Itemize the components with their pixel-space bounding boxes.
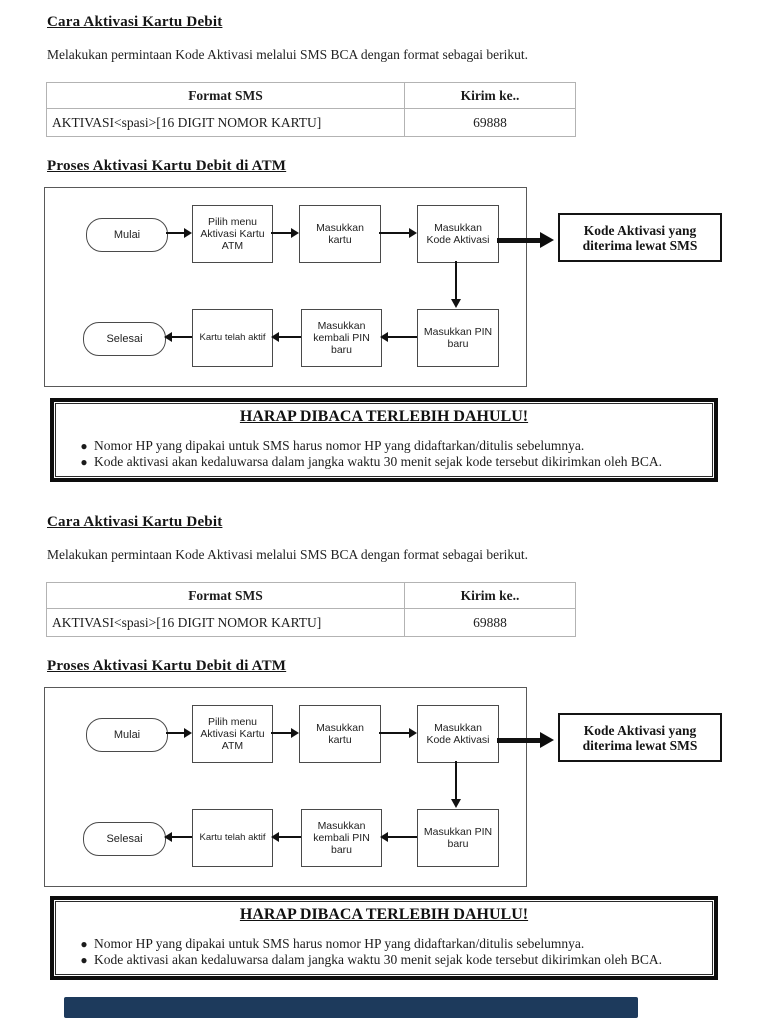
flow-arrow <box>171 836 192 838</box>
flow-arrow <box>271 232 292 234</box>
intro-text: Melakukan permintaan Kode Aktivasi melal… <box>47 47 529 62</box>
bullet-icon: ● <box>80 439 88 453</box>
warning-bullet-text: Kode aktivasi akan kedaluwarsa dalam jan… <box>94 952 662 967</box>
arrow-left-icon <box>271 832 279 842</box>
flow-step-4: Masukkan PIN baru <box>417 809 499 867</box>
flow-arrow <box>166 732 185 734</box>
column-header-kirim-ke: Kirim ke.. <box>404 582 576 609</box>
warning-title: HARAP DIBACA TERLEBIH DAHULU! <box>239 906 529 923</box>
arrow-right-icon <box>291 728 299 738</box>
arrow-left-icon <box>380 832 388 842</box>
table-header-row: Format SMS Kirim ke.. <box>46 82 576 109</box>
section-1: Cara Aktivasi Kartu Debit Melakukan perm… <box>44 14 722 482</box>
flow-arrow <box>455 261 457 301</box>
flow-arrow <box>171 336 192 338</box>
warning-box: HARAP DIBACA TERLEBIH DAHULU! ● Nomor HP… <box>50 896 718 980</box>
arrow-left-icon <box>164 332 172 342</box>
column-header-kirim-ke: Kirim ke.. <box>404 82 576 109</box>
arrow-left-icon <box>164 832 172 842</box>
flow-end-node: Selesai <box>83 822 166 856</box>
cell-sms-format: AKTIVASI<spasi>[16 DIGIT NOMOR KARTU] <box>46 608 405 637</box>
arrow-down-icon <box>451 299 461 308</box>
arrow-right-icon <box>540 232 554 248</box>
flow-arrow <box>379 232 410 234</box>
arrow-right-icon <box>291 228 299 238</box>
cell-sms-format: AKTIVASI<spasi>[16 DIGIT NOMOR KARTU] <box>46 108 405 137</box>
flow-step-5: Masukkan kembali PIN baru <box>301 309 382 367</box>
cell-sms-number: 69888 <box>404 608 576 637</box>
flow-start-node: Mulai <box>86 218 168 252</box>
column-header-format-sms: Format SMS <box>46 82 405 109</box>
arrow-right-icon <box>409 728 417 738</box>
bullet-icon: ● <box>80 953 88 967</box>
flow-arrow <box>387 836 417 838</box>
bullet-icon: ● <box>80 455 88 469</box>
flow-step-5: Masukkan kembali PIN baru <box>301 809 382 867</box>
flow-step-6: Kartu telah aktif <box>192 809 273 867</box>
flow-step-3: Masukkan Kode Aktivasi <box>417 205 499 263</box>
warning-bullet-text: Nomor HP yang dipakai untuk SMS harus no… <box>94 438 585 453</box>
flowchart: Mulai Pilih menu Aktivasi Kartu ATM Masu… <box>44 187 554 387</box>
warning-box: HARAP DIBACA TERLEBIH DAHULU! ● Nomor HP… <box>50 398 718 482</box>
section-heading: Cara Aktivasi Kartu Debit <box>47 514 223 530</box>
flow-step-6: Kartu telah aktif <box>192 309 273 367</box>
flow-start-node: Mulai <box>86 718 168 752</box>
table-header-row: Format SMS Kirim ke.. <box>46 582 576 609</box>
arrow-right-icon <box>184 728 192 738</box>
flow-step-4: Masukkan PIN baru <box>417 309 499 367</box>
list-item: ● Nomor HP yang dipakai untuk SMS harus … <box>54 936 714 952</box>
table-row: AKTIVASI<spasi>[16 DIGIT NOMOR KARTU] 69… <box>46 108 576 137</box>
flow-arrow <box>278 836 301 838</box>
flow-arrow <box>455 761 457 801</box>
flow-heading: Proses Aktivasi Kartu Debit di ATM <box>47 658 287 674</box>
list-item: ● Nomor HP yang dipakai untuk SMS harus … <box>54 438 714 454</box>
arrow-left-icon <box>271 332 279 342</box>
list-item: ● Kode aktivasi akan kedaluwarsa dalam j… <box>54 454 714 470</box>
cell-sms-number: 69888 <box>404 108 576 137</box>
warning-list: ● Nomor HP yang dipakai untuk SMS harus … <box>54 438 714 470</box>
column-header-format-sms: Format SMS <box>46 582 405 609</box>
warning-list: ● Nomor HP yang dipakai untuk SMS harus … <box>54 936 714 968</box>
section-2: Cara Aktivasi Kartu Debit Melakukan perm… <box>0 500 768 1024</box>
flow-step-2: Masukkan kartu <box>299 705 381 763</box>
sms-note-box: Kode Aktivasi yang diterima lewat SMS <box>558 713 722 762</box>
arrow-right-icon <box>409 228 417 238</box>
flow-arrow-thick <box>497 738 541 743</box>
arrow-right-icon <box>540 732 554 748</box>
flow-arrow <box>271 732 292 734</box>
flowchart: Mulai Pilih menu Aktivasi Kartu ATM Masu… <box>44 687 554 887</box>
sms-note-box: Kode Aktivasi yang diterima lewat SMS <box>558 213 722 262</box>
sms-format-table: Format SMS Kirim ke.. AKTIVASI<spasi>[16… <box>46 82 576 137</box>
flow-end-node: Selesai <box>83 322 166 356</box>
warning-bullet-text: Nomor HP yang dipakai untuk SMS harus no… <box>94 936 585 951</box>
flow-arrow <box>387 336 417 338</box>
flow-step-1: Pilih menu Aktivasi Kartu ATM <box>192 705 273 763</box>
intro-text: Melakukan permintaan Kode Aktivasi melal… <box>47 547 529 562</box>
arrow-left-icon <box>380 332 388 342</box>
sms-format-table: Format SMS Kirim ke.. AKTIVASI<spasi>[16… <box>46 582 576 637</box>
flow-step-3: Masukkan Kode Aktivasi <box>417 705 499 763</box>
flow-arrow-thick <box>497 238 541 243</box>
arrow-down-icon <box>451 799 461 808</box>
flow-arrow <box>379 732 410 734</box>
bullet-icon: ● <box>80 937 88 951</box>
flow-arrow <box>278 336 301 338</box>
warning-bullet-text: Kode aktivasi akan kedaluwarsa dalam jan… <box>94 454 662 469</box>
next-page-banner-bar <box>64 997 638 1018</box>
table-row: AKTIVASI<spasi>[16 DIGIT NOMOR KARTU] 69… <box>46 608 576 637</box>
section-heading: Cara Aktivasi Kartu Debit <box>47 14 223 30</box>
warning-title: HARAP DIBACA TERLEBIH DAHULU! <box>239 408 529 425</box>
flow-step-2: Masukkan kartu <box>299 205 381 263</box>
list-item: ● Kode aktivasi akan kedaluwarsa dalam j… <box>54 952 714 968</box>
flow-arrow <box>166 232 185 234</box>
arrow-right-icon <box>184 228 192 238</box>
flow-step-1: Pilih menu Aktivasi Kartu ATM <box>192 205 273 263</box>
flow-heading: Proses Aktivasi Kartu Debit di ATM <box>47 158 287 174</box>
